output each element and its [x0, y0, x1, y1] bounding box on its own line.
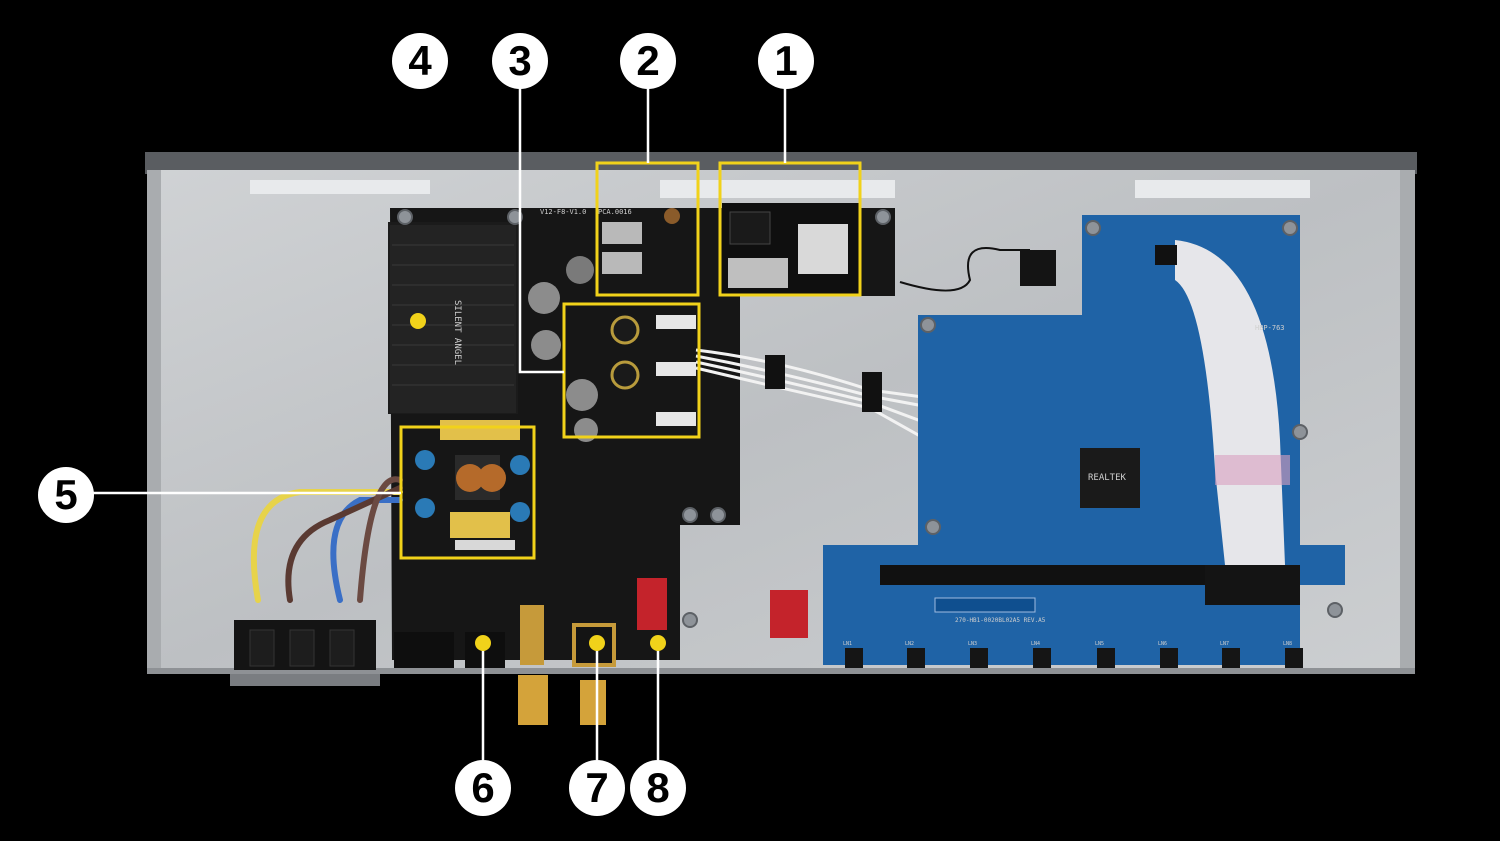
svg-text:270-HB1-0020BL02A5 REV.A5: 270-HB1-0020BL02A5 REV.A5: [955, 617, 1046, 624]
marker-dots: [410, 313, 666, 651]
highlight-box-3: [562, 302, 701, 439]
highlight-box-1: [718, 161, 862, 297]
marker-dot-6: [475, 635, 491, 651]
black-power-board: SILENT ANGEL: [388, 203, 895, 725]
iec-inlet: [234, 620, 376, 670]
svg-text:REALTEK: REALTEK: [1088, 473, 1127, 483]
leader-lines: [93, 88, 787, 760]
screws: [397, 209, 1343, 628]
marker-dot-4: [410, 313, 426, 329]
callout-4: 4: [392, 33, 448, 89]
callout-8: 8: [630, 760, 686, 816]
cable-harness: [695, 348, 946, 452]
callout-7: 7: [569, 760, 625, 816]
callout-3: 3: [492, 33, 548, 89]
blue-main-board: REALTEK 270-HB1-0020BL02A5 REV.A5: [770, 215, 1345, 668]
callout-2: 2: [620, 33, 676, 89]
marker-dot-8: [650, 635, 666, 651]
callout-1: 1: [758, 33, 814, 89]
callout-5: 5: [38, 467, 94, 523]
callout-6: 6: [455, 760, 511, 816]
marker-dot-7: [589, 635, 605, 651]
svg-text:SILENT ANGEL: SILENT ANGEL: [452, 300, 462, 365]
